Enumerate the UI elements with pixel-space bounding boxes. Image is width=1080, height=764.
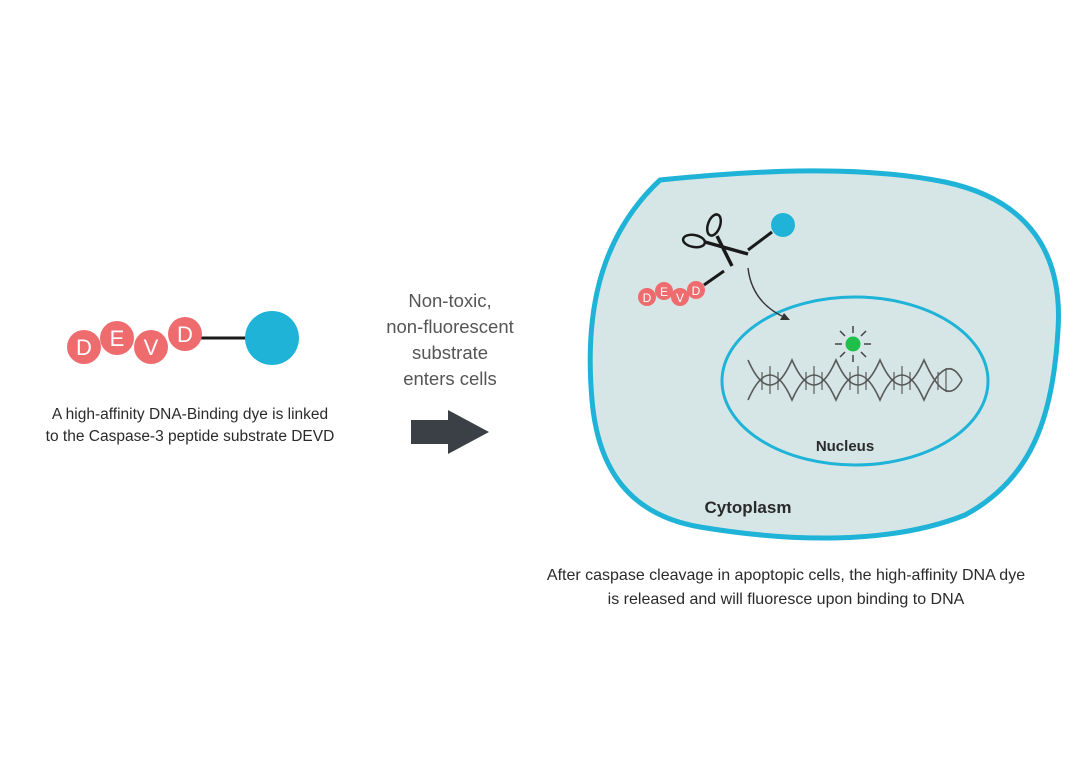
right-arrow-icon <box>411 410 489 454</box>
peptide-residue: D <box>638 288 656 306</box>
peptide-letter: D <box>643 291 652 305</box>
peptide-residue: V <box>134 330 168 364</box>
peptide-residue: E <box>100 321 134 355</box>
peptide-residue: V <box>671 288 689 306</box>
substrate-caption: A high-affinity DNA-Binding dye is linke… <box>10 404 370 448</box>
caption-line: After caspase cleavage in apoptopic cell… <box>546 567 1026 584</box>
peptide-letter: V <box>144 335 159 360</box>
peptide-letter: E <box>110 326 125 351</box>
peptide-letter: E <box>660 285 668 299</box>
devd-substrate: D E V D <box>67 311 299 365</box>
dna-helix-icon <box>747 358 963 402</box>
released-dye <box>747 213 795 252</box>
scissors-icon <box>681 213 749 267</box>
peptide-residue: E <box>655 282 673 300</box>
caption-line: is released and will fluoresce upon bind… <box>607 591 965 608</box>
entry-line: non-fluorescent <box>386 316 514 337</box>
dna-dye-circle <box>245 311 299 365</box>
cleavage-caption: After caspase cleavage in apoptopic cell… <box>496 564 1076 612</box>
peptide-letter: D <box>692 284 701 298</box>
peptide-residue: D <box>687 281 705 299</box>
nucleus-label: Nucleus <box>816 438 874 455</box>
peptide-residue: D <box>67 330 101 364</box>
cytoplasm-label: Cytoplasm <box>705 498 792 517</box>
peptide-letter: V <box>676 291 684 305</box>
entry-line: substrate <box>411 342 489 363</box>
caption-line: A high-affinity DNA-Binding dye is linke… <box>51 406 329 423</box>
peptide-letter: D <box>76 335 92 360</box>
entry-line: enters cells <box>403 368 497 389</box>
entry-description: Non-toxic, non-fluorescent substrate ent… <box>360 288 540 392</box>
peptide-residue: D <box>168 317 202 351</box>
nucleus <box>720 295 990 467</box>
curved-arrow-icon <box>747 267 790 320</box>
entry-line: Non-toxic, <box>408 290 492 311</box>
cleaved-peptide-fragment: D E V D <box>638 269 725 306</box>
fluorescent-dye <box>835 326 871 362</box>
caption-line: to the Caspase-3 peptide substrate DEVD <box>45 428 335 445</box>
peptide-letter: D <box>177 322 193 347</box>
